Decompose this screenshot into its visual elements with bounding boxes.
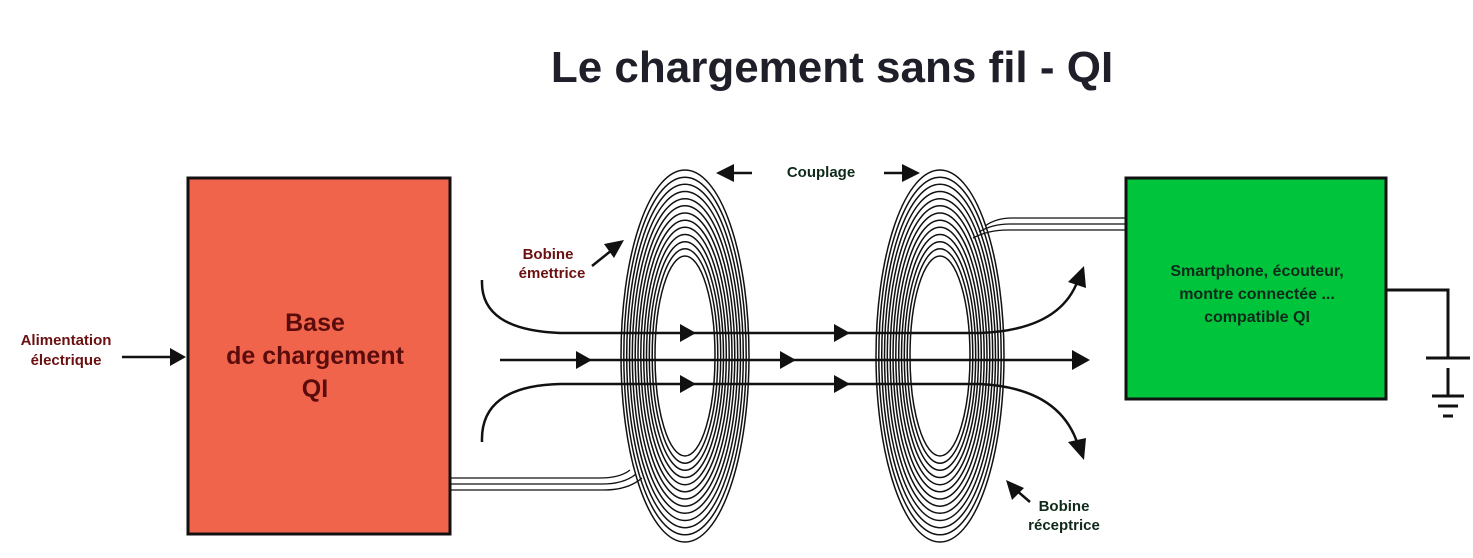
receiver-coil-ring — [875, 169, 1005, 543]
base-label-line1: Base — [285, 309, 345, 337]
emitter-coil-ring — [645, 233, 725, 479]
ground-symbol — [1386, 288, 1470, 418]
receiver-coil-ring — [889, 205, 991, 507]
base-to-coil-wires — [450, 469, 643, 491]
emitter-coil — [620, 169, 750, 543]
receiver-label-line1: Bobine — [1039, 498, 1090, 515]
power-input-arrow — [122, 348, 186, 366]
receiver-coil-ring — [880, 183, 1000, 529]
receiver-label-line2: réceptrice — [1028, 517, 1100, 534]
emitter-coil-ring — [620, 169, 750, 543]
base-label-line2: de chargement — [226, 342, 405, 370]
emitter-coil-ring — [631, 197, 739, 515]
receiver-coil-ring — [895, 219, 985, 493]
emitter-coil-ring — [640, 219, 730, 493]
receiver-coil-ring — [878, 176, 1002, 536]
emitter-label-line1: Bobine — [523, 246, 574, 263]
receiver-coil-ring — [892, 212, 988, 500]
coil-to-device-wires — [972, 217, 1126, 239]
receiver-coil-ring — [886, 197, 994, 515]
flux-line-bottom — [480, 382, 1080, 446]
emitter-coil-ring — [628, 190, 742, 522]
flux-arrowheads — [576, 266, 1090, 460]
receiver-coil-ring — [883, 190, 997, 522]
device-label-line2: montre connectée ... — [1179, 286, 1335, 303]
coupling-label: Couplage — [787, 164, 855, 181]
emitter-coil-ring — [651, 248, 719, 464]
emitter-coil-ring — [648, 240, 722, 472]
coupling-arrows — [716, 164, 920, 182]
device-box — [1124, 176, 1388, 401]
charging-base-box — [186, 176, 452, 536]
receiver-coil-ring — [909, 255, 971, 457]
receiver-coil-ring — [906, 248, 974, 464]
power-label-line1: Alimentation — [21, 332, 112, 349]
emitter-coil-ring — [625, 183, 745, 529]
emitter-label-line2: émettrice — [519, 265, 586, 282]
receiver-pointer-arrow — [1006, 480, 1031, 503]
emitter-coil-ring — [623, 176, 747, 536]
power-label-line2: électrique — [31, 352, 102, 369]
receiver-coil-ring — [897, 226, 983, 486]
emitter-pointer-arrow — [591, 240, 624, 267]
receiver-coil-ring — [900, 233, 980, 479]
receiver-coil — [875, 169, 1005, 543]
receiver-coil-ring — [903, 240, 977, 472]
device-label-line3: compatible QI — [1204, 309, 1310, 326]
emitter-coil-ring — [637, 212, 733, 500]
diagram-title: Le chargement sans fil - QI — [551, 43, 1113, 92]
emitter-coil-ring — [654, 255, 716, 457]
emitter-coil-ring — [634, 205, 736, 507]
emitter-coil-ring — [642, 226, 728, 486]
base-label-line3: QI — [302, 375, 328, 403]
device-label-line1: Smartphone, écouteur, — [1170, 263, 1343, 280]
flux-line-top — [480, 279, 1080, 335]
